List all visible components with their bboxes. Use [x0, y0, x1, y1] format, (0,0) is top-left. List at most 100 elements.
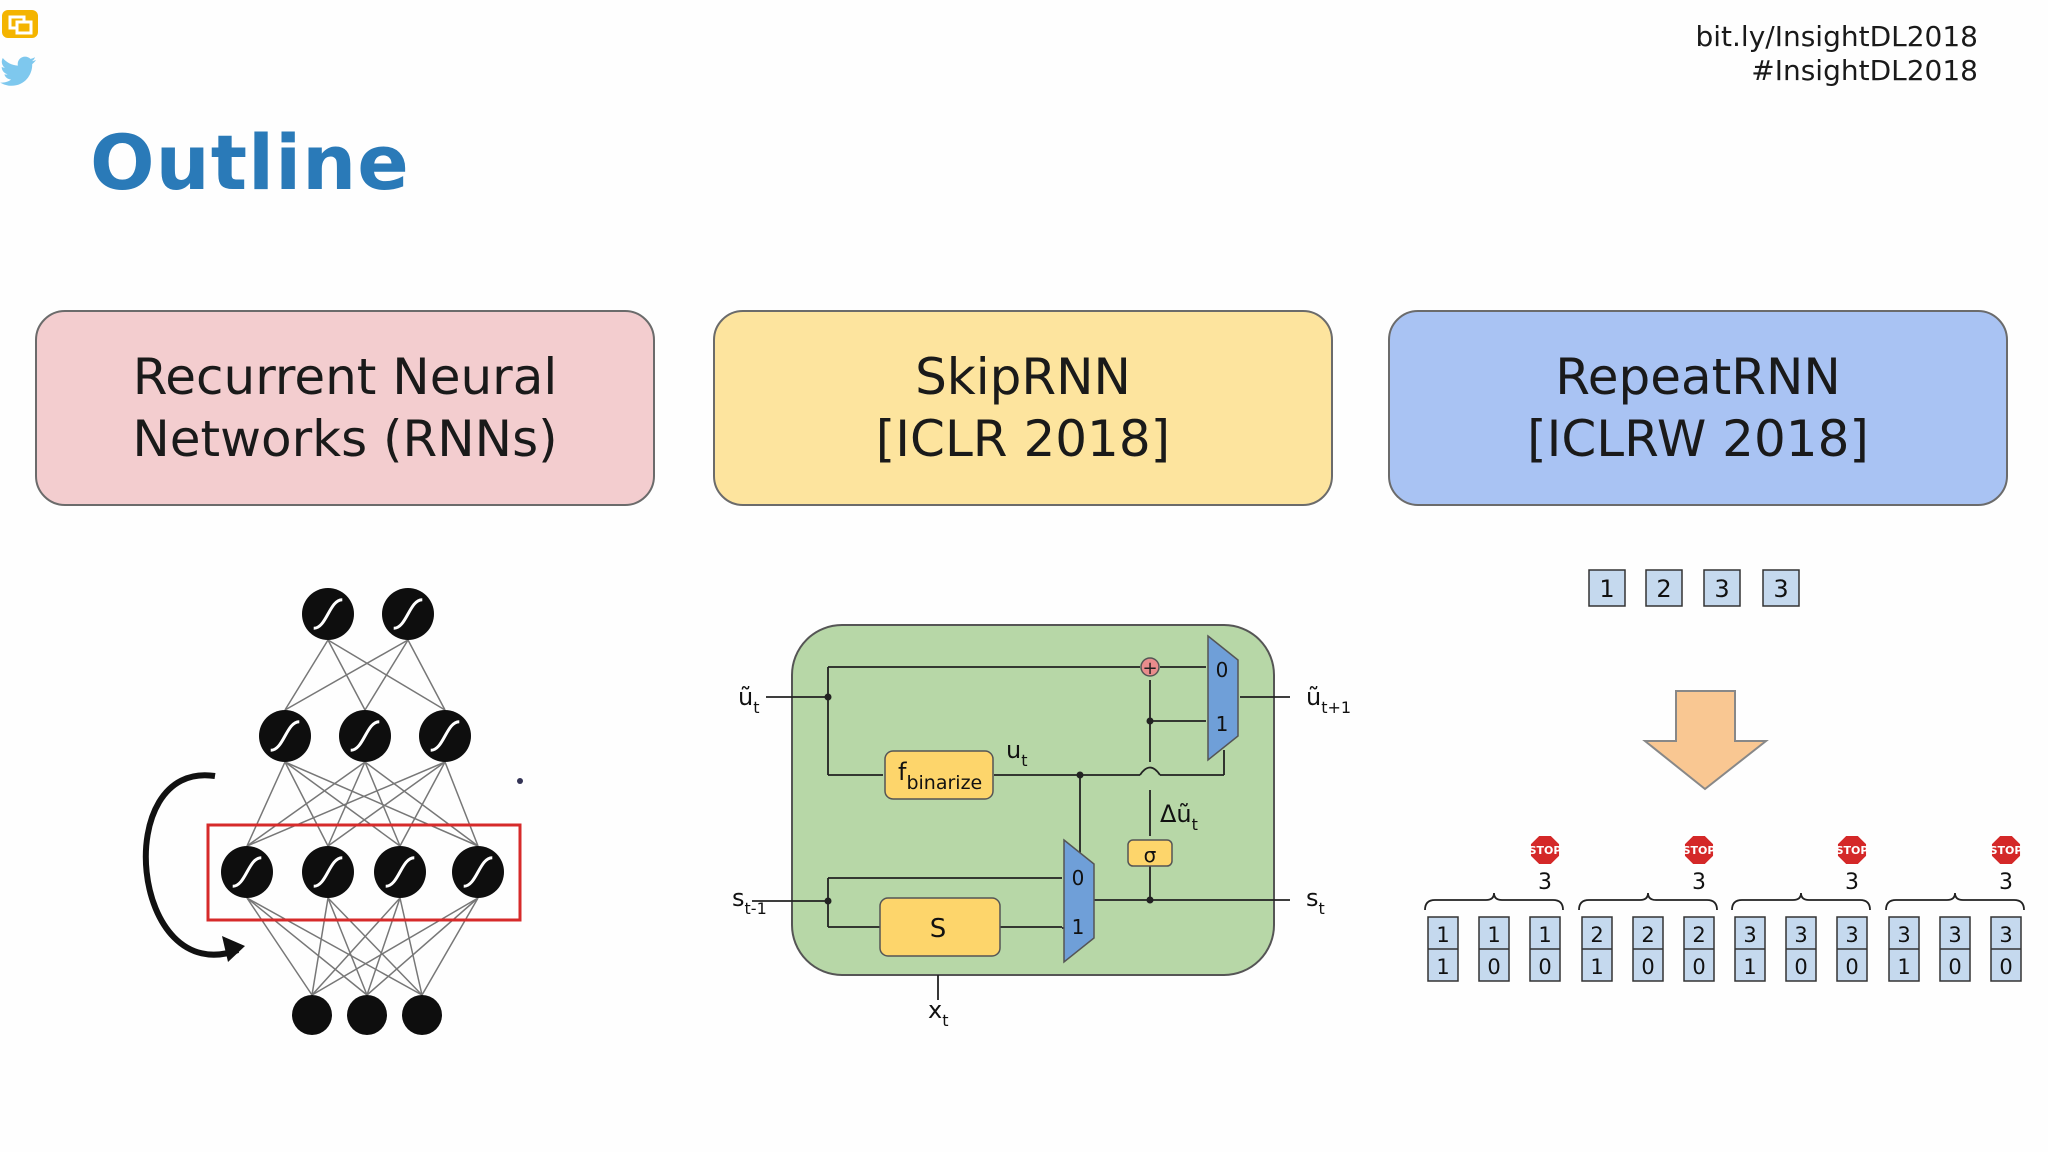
repeat-cell: 30	[1939, 916, 1971, 982]
network-edge	[284, 761, 329, 847]
topic-box-skiprnn: SkipRNN [ICLR 2018]	[713, 310, 1333, 506]
sigmoid-neuron	[302, 846, 354, 898]
network-edge	[421, 897, 479, 996]
sigmoid-icon	[350, 720, 380, 752]
header-url[interactable]: bit.ly/InsightDL2018	[1695, 20, 1978, 53]
repeat-cell: 31	[1734, 916, 1766, 982]
sigmoid-icon	[232, 856, 262, 888]
mux-top	[1207, 634, 1239, 762]
cell-value: 3	[1794, 923, 1807, 947]
network-edge	[311, 897, 479, 996]
mux-top-1: 1	[1216, 712, 1229, 736]
topic-repeatrnn-line2: [ICLRW 2018]	[1527, 410, 1869, 468]
network-edge	[246, 761, 366, 847]
twitter-bird-icon[interactable]	[0, 54, 40, 86]
recurrent-loop-arrowhead	[222, 936, 245, 962]
network-edge	[327, 639, 446, 711]
group-brace	[1731, 892, 1871, 911]
recurrent-loop-arrow	[142, 772, 240, 958]
repeat-cell: 20	[1632, 916, 1664, 982]
cell-value: 1	[1538, 923, 1551, 947]
network-edge	[284, 761, 479, 847]
cell-flag: 0	[1538, 955, 1551, 979]
header-hashtag[interactable]: #InsightDL2018	[1751, 54, 1978, 87]
network-edge	[327, 761, 446, 847]
sigmoid-neuron	[339, 710, 391, 762]
s-block-label: S	[930, 914, 947, 944]
sigmoid-neuron	[419, 710, 471, 762]
sigmoid-neuron	[382, 588, 434, 640]
label-u-next: ũt+1	[1306, 683, 1351, 717]
cell-value: 1	[1487, 923, 1500, 947]
repeat-cell: 10	[1529, 916, 1561, 982]
network-edge	[364, 761, 401, 847]
sigmoid-neuron	[302, 588, 354, 640]
repeat-cell: 30	[1785, 916, 1817, 982]
cell-flag: 0	[1845, 955, 1858, 979]
network-edge	[366, 897, 401, 996]
cell-flag: 0	[1641, 955, 1654, 979]
cell-value: 3	[1999, 923, 2012, 947]
f-binarize-block	[884, 750, 994, 800]
network-edge	[246, 897, 313, 996]
repeat-count: 3	[1999, 870, 2013, 895]
slide-title: Outline	[90, 118, 410, 207]
network-edge	[311, 897, 329, 996]
f-binarize-label: fbinarize	[898, 758, 982, 794]
slides-icon[interactable]	[0, 8, 40, 40]
repeat-cell: 20	[1683, 916, 1715, 982]
repeat-cell: 10	[1478, 916, 1510, 982]
cell-flag: 1	[1743, 955, 1756, 979]
input-token: 3	[1762, 569, 1800, 607]
network-edge	[327, 897, 368, 996]
cell-value: 1	[1436, 923, 1449, 947]
repeat-cell: 21	[1581, 916, 1613, 982]
s-block	[879, 897, 1001, 957]
sigmoid-neuron	[374, 846, 426, 898]
network-edge	[284, 639, 329, 711]
label-delta-u: Δũt	[1160, 800, 1198, 834]
sigmoid-icon	[385, 856, 415, 888]
sigmoid-neuron	[259, 710, 311, 762]
cell-value: 3	[1845, 923, 1858, 947]
sigmoid-neuron	[221, 846, 273, 898]
cell-flag: 1	[1897, 955, 1910, 979]
plus-node	[1140, 657, 1160, 677]
skiprnn-cell-background	[791, 624, 1275, 976]
label-x-t: xt	[928, 996, 948, 1030]
network-edge	[327, 639, 366, 711]
network-edge	[399, 761, 446, 847]
cell-value: 2	[1590, 923, 1603, 947]
input-neuron	[347, 995, 387, 1035]
rnn-nodes	[221, 588, 504, 1035]
topic-skiprnn-line1: SkipRNN	[915, 348, 1131, 406]
network-edge	[284, 761, 401, 847]
topic-box-repeatrnn: RepeatRNN [ICLRW 2018]	[1388, 310, 2008, 506]
cell-flag: 1	[1436, 955, 1449, 979]
stop-sign-icon: STOP	[1836, 834, 1868, 866]
network-edge	[407, 639, 446, 711]
cell-flag: 0	[1948, 955, 1961, 979]
stop-sign-icon: STOP	[1529, 834, 1562, 866]
group-brace	[1885, 892, 2025, 911]
topic-rnn-line1: Recurrent Neural	[132, 348, 558, 406]
network-edge	[246, 897, 368, 996]
rnn-edges	[246, 639, 479, 996]
stop-label: STOP	[1529, 844, 1562, 857]
label-s-prev: st-1	[732, 884, 767, 918]
label-s-t: st	[1306, 884, 1325, 918]
sigmoid-icon	[430, 720, 460, 752]
sigmoid-icon	[393, 598, 423, 630]
repeat-cell: 11	[1427, 916, 1459, 982]
mux-bottom-1: 1	[1072, 915, 1085, 939]
group-brace	[1424, 892, 1564, 911]
network-edge	[246, 897, 423, 996]
cell-flag: 0	[1794, 955, 1807, 979]
input-token: 1	[1588, 569, 1626, 607]
